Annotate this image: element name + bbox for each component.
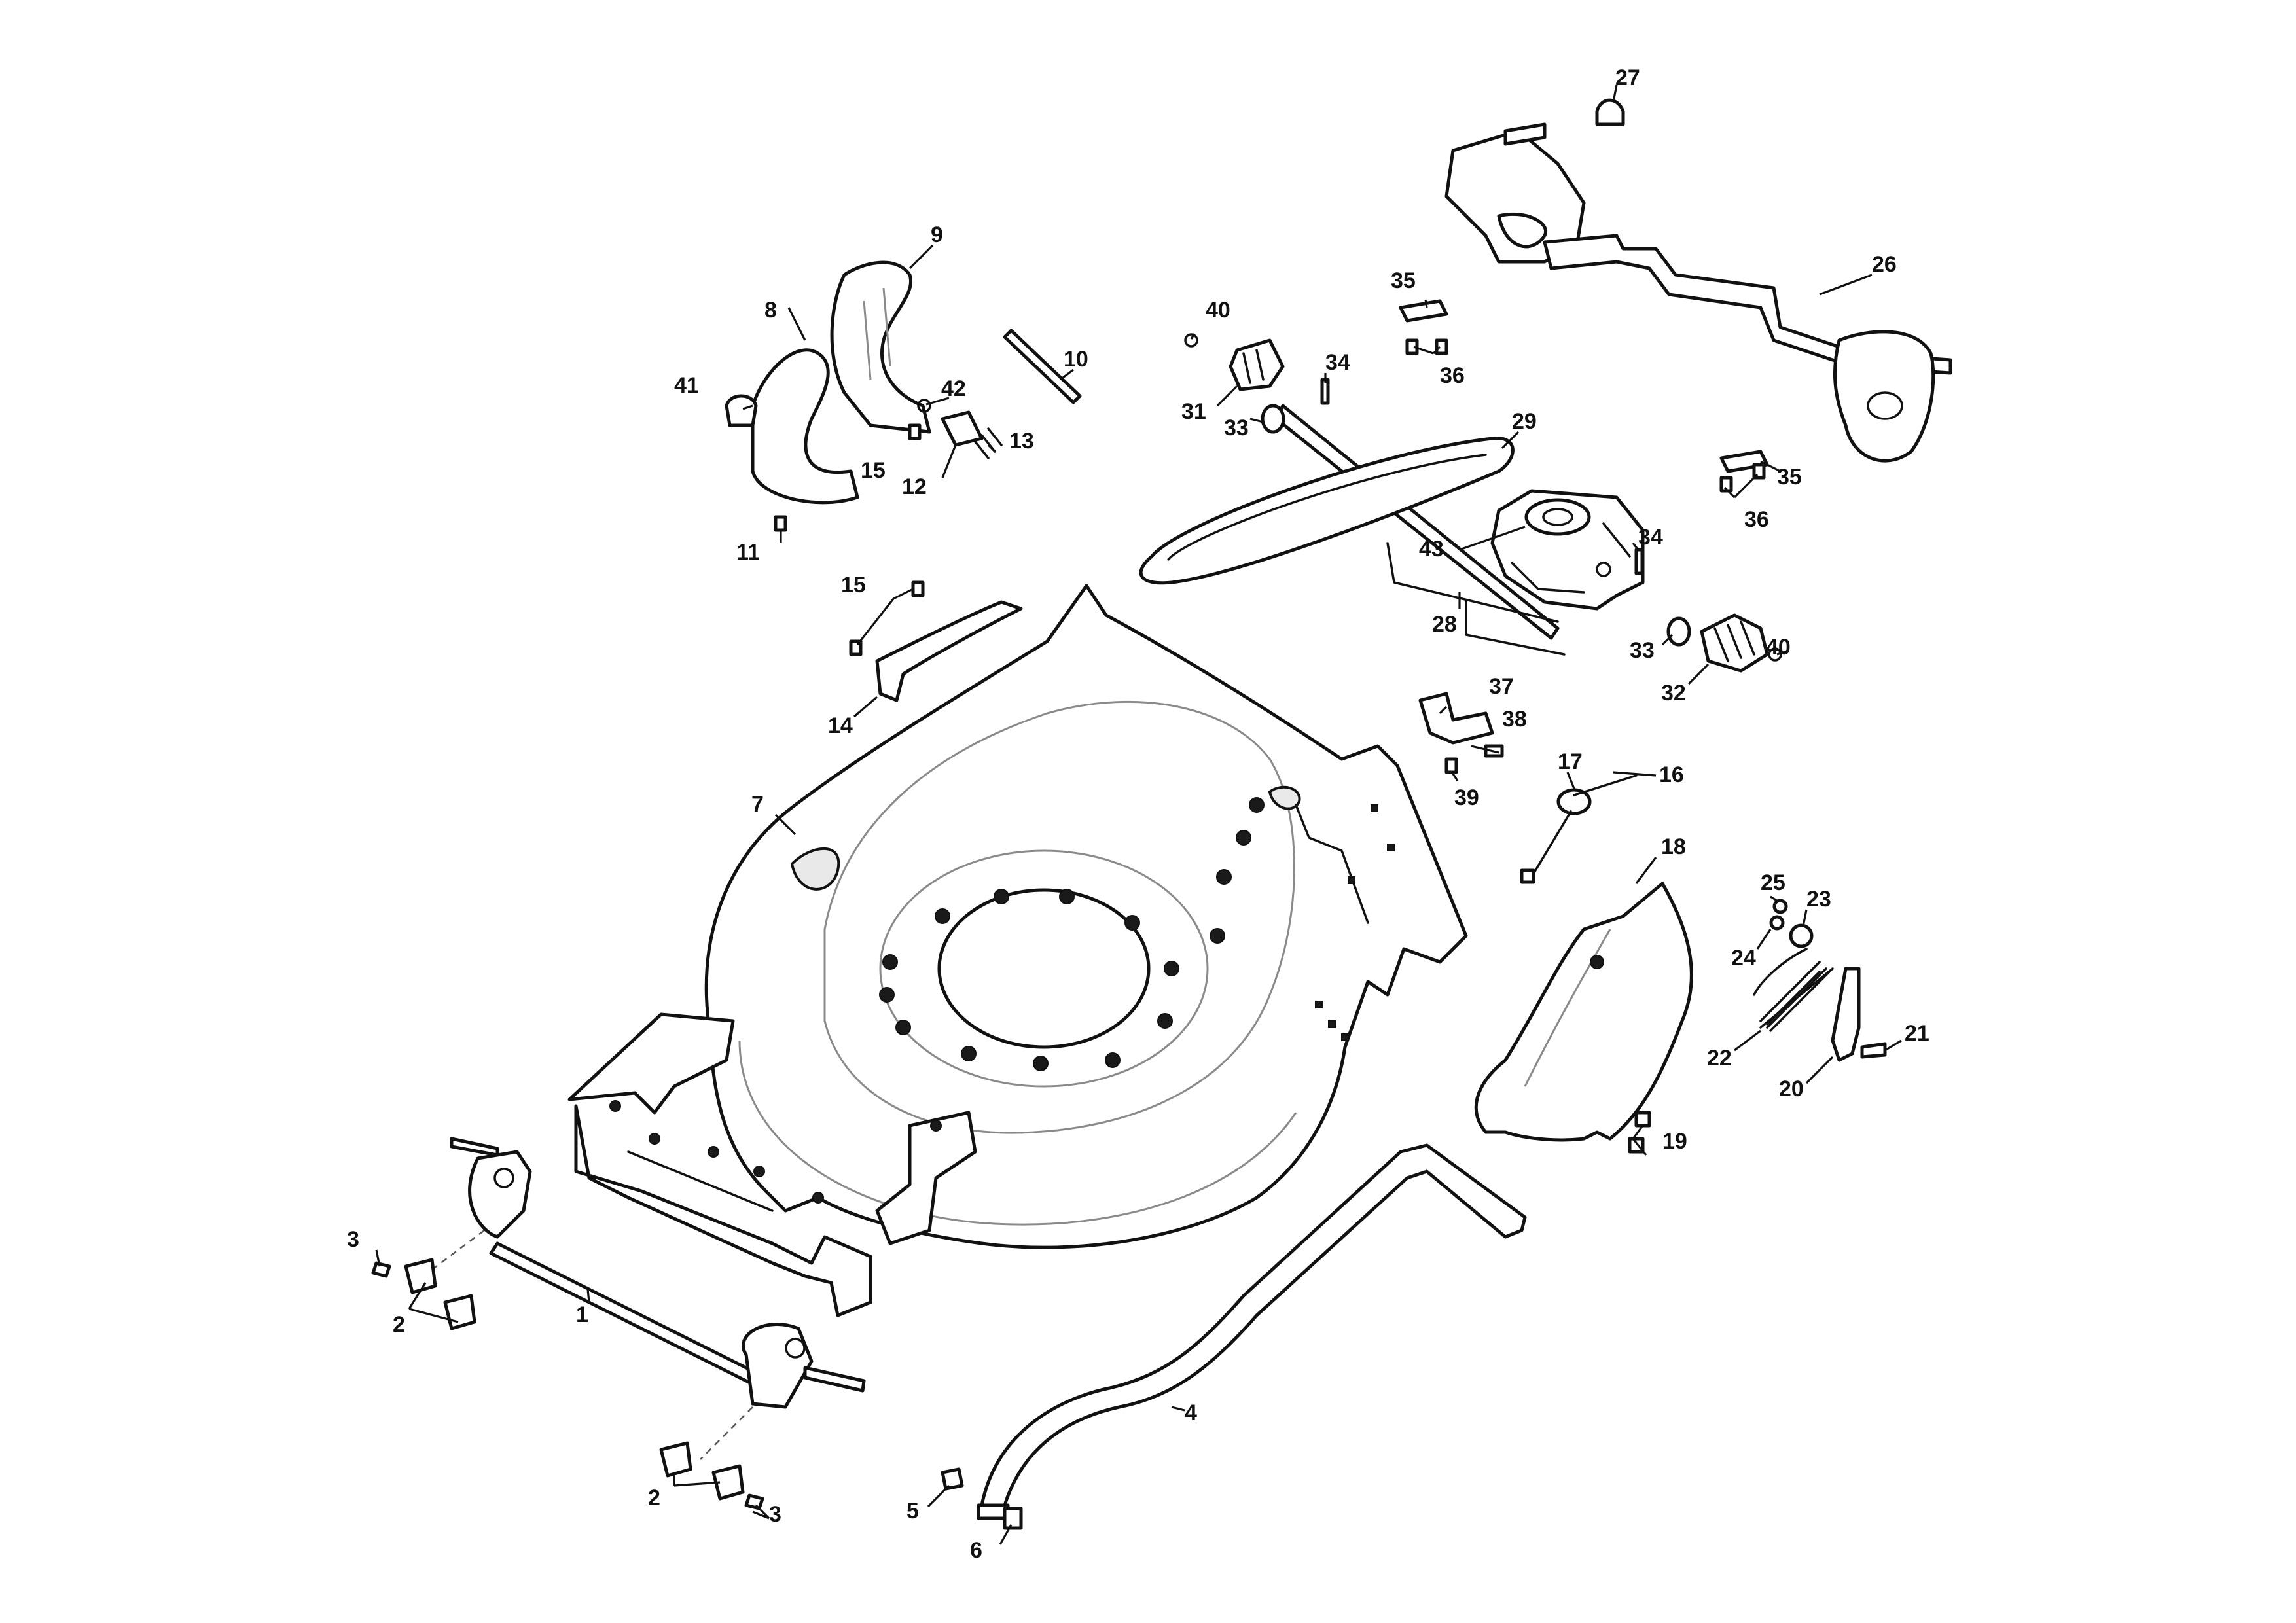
- callout-33: 33: [1224, 416, 1249, 440]
- flap-spring-assembly: [1628, 899, 1887, 1154]
- extension-spring: [1759, 961, 1831, 1032]
- drive-pinion-31: [1229, 338, 1285, 391]
- callout-39: 39: [1454, 785, 1479, 810]
- callout-40b: 40: [1766, 635, 1791, 660]
- callout-34: 34: [1325, 350, 1350, 375]
- leader-lines: [375, 84, 1902, 1545]
- callout-28: 28: [1432, 612, 1457, 637]
- callout-25: 25: [1761, 870, 1785, 895]
- callout-10: 10: [1064, 347, 1088, 372]
- callout-26: 26: [1872, 252, 1897, 277]
- callout-36: 36: [1440, 363, 1465, 388]
- callout-6: 6: [970, 1538, 982, 1563]
- callout-9: 9: [931, 223, 943, 247]
- callout-32: 32: [1661, 681, 1686, 705]
- mower-deck: [704, 584, 1468, 1249]
- callout-12: 12: [902, 474, 927, 499]
- callout-34b: 34: [1638, 525, 1663, 550]
- callout-5: 5: [906, 1499, 919, 1524]
- callout-1: 1: [576, 1302, 588, 1327]
- callout-18: 18: [1661, 834, 1686, 859]
- callout-8: 8: [764, 298, 777, 323]
- callout-17: 17: [1558, 749, 1583, 774]
- callout-15: 15: [841, 573, 866, 597]
- bracket-37: [1418, 692, 1504, 774]
- callout-33b: 33: [1630, 638, 1655, 663]
- callout-29: 29: [1512, 409, 1537, 434]
- callout-4: 4: [1185, 1400, 1197, 1425]
- callout-38: 38: [1502, 707, 1527, 732]
- callout-35: 35: [1391, 268, 1416, 293]
- callout-19: 19: [1662, 1129, 1687, 1154]
- height-lever-assembly: [725, 260, 1082, 532]
- height-adjuster-clips: [371, 1258, 764, 1510]
- callout-21: 21: [1905, 1021, 1929, 1046]
- callout-3: 3: [347, 1227, 359, 1252]
- callout-20: 20: [1779, 1077, 1804, 1101]
- callout-42: 42: [941, 376, 966, 401]
- gearbox: [1490, 489, 1645, 611]
- callout-24: 24: [1731, 946, 1756, 971]
- callout-7: 7: [751, 792, 764, 817]
- deck-bolt-ring: [879, 797, 1265, 1071]
- callout-22: 22: [1707, 1046, 1732, 1071]
- drive-belt: [1139, 437, 1515, 585]
- rear-flap: [1474, 882, 1693, 1142]
- callout-43: 43: [1419, 537, 1444, 562]
- drive-pinion-32: [1700, 613, 1769, 673]
- callout-labels: 1 2 2 3 3 4 5 6 7 8 9 10 11 12 13 14 15 …: [347, 65, 1929, 1563]
- cable-clip: [1520, 774, 1638, 884]
- callout-41: 41: [674, 373, 699, 398]
- callout-37: 37: [1489, 674, 1514, 699]
- callout-23: 23: [1806, 887, 1831, 912]
- lower-handle: [941, 1143, 1527, 1530]
- callout-15b: 15: [861, 458, 886, 483]
- front-axle-bracket: [567, 1012, 977, 1317]
- callout-27: 27: [1615, 65, 1640, 90]
- callout-3b: 3: [769, 1502, 781, 1527]
- callout-2: 2: [393, 1312, 405, 1337]
- callout-14: 14: [828, 713, 853, 738]
- callout-13: 13: [1009, 429, 1034, 454]
- callout-2b: 2: [648, 1486, 660, 1510]
- callout-35b: 35: [1777, 465, 1802, 490]
- callout-36b: 36: [1744, 507, 1769, 532]
- callout-31: 31: [1181, 399, 1206, 424]
- deck-side-holes: [1315, 804, 1395, 1041]
- front-axle: [431, 1137, 866, 1460]
- rear-axle-assembly: [1139, 98, 1952, 673]
- panel-14: [849, 580, 1023, 702]
- callout-16: 16: [1659, 762, 1684, 787]
- callout-11: 11: [736, 540, 760, 565]
- callout-40: 40: [1206, 298, 1230, 323]
